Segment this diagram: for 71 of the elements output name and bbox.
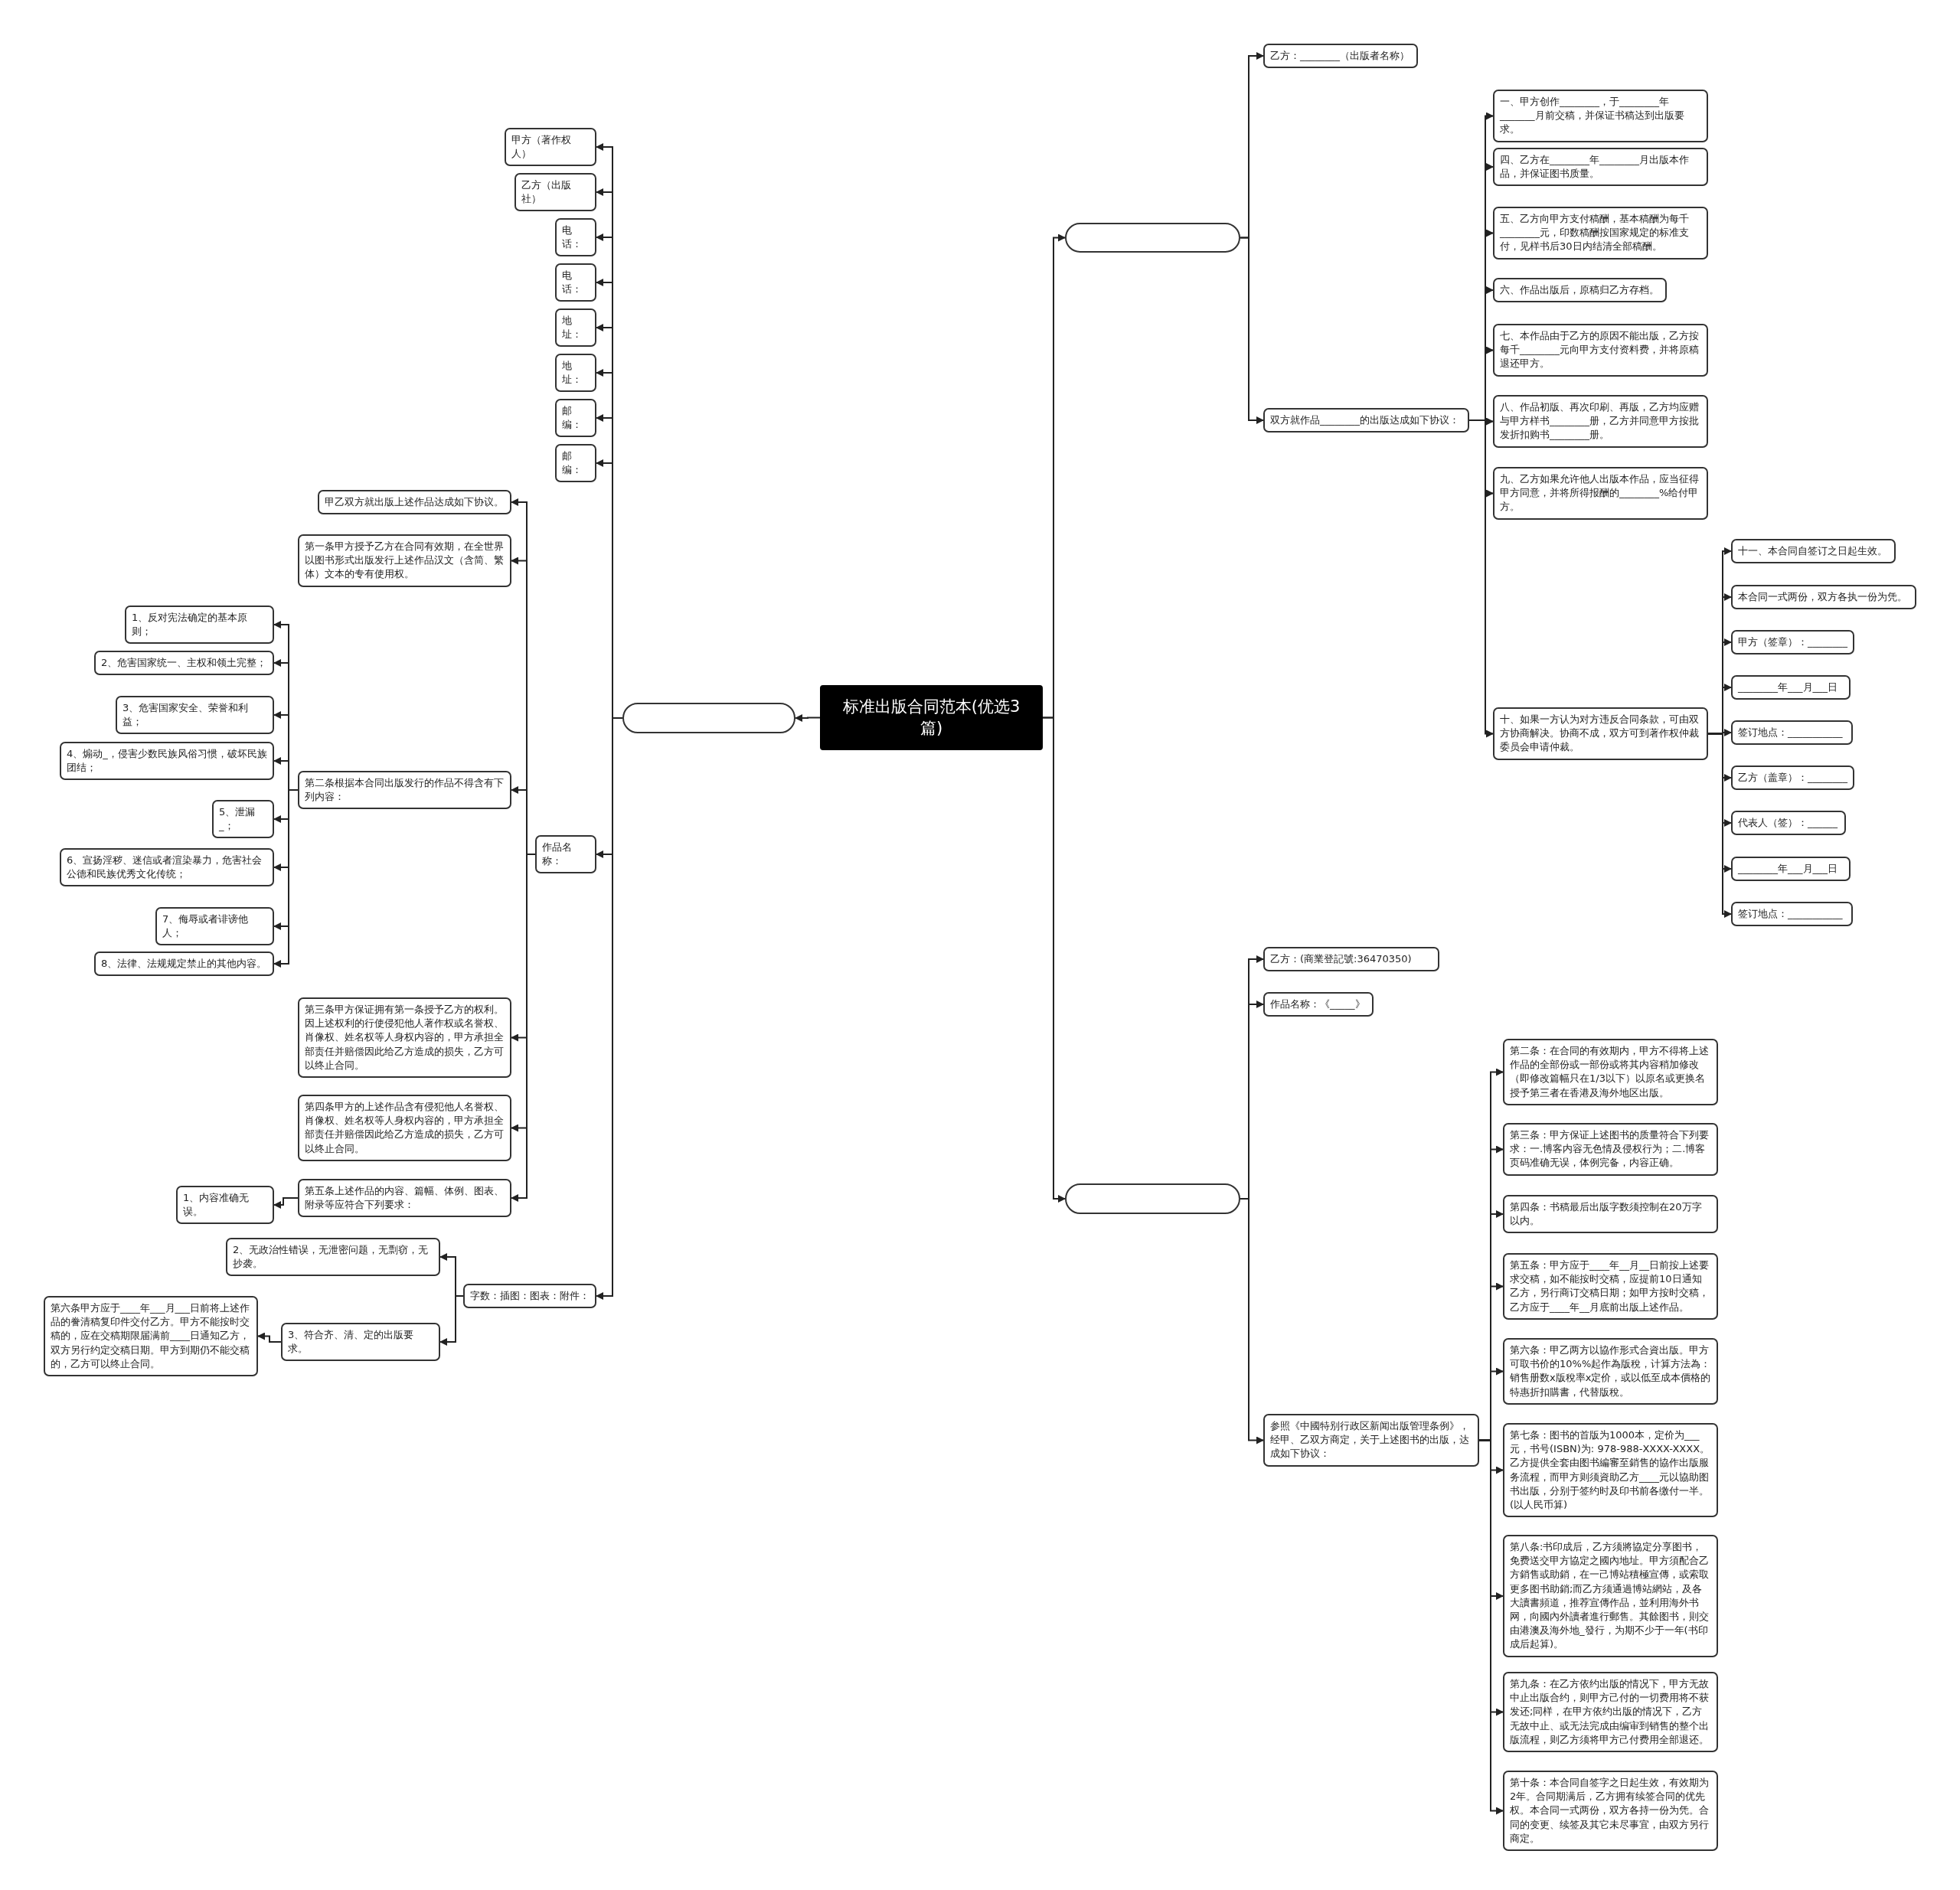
- topic-box: 第六条甲方应于____年___月___日前将上述作品的誊清稿复印件交付乙方。甲方不能按时交稿的，应在交稿期限届满前____日通知乙方，双方另行约定交稿日期。甲方到期仍不能交稿的，乙方可以终止合同。: [44, 1296, 258, 1376]
- topic-box: 作品名称：《_____》: [1263, 992, 1374, 1017]
- central-topic-box: 标准出版合同范本(优选3篇): [820, 685, 1043, 750]
- topic-box: 地址：: [555, 308, 596, 348]
- topic-box: 九、乙方如果允许他人出版本作品，应当征得甲方同意，并将所得报酬的________%给付甲方。: [1493, 467, 1708, 520]
- topic-box: 第五条：甲方应于____年__月__日前按上述要求交稿，如不能按时交稿，应提前10日通知乙方，另行商订交稿日期；如甲方按时交稿，乙方应于____年__月底前出版上述作品。: [1503, 1253, 1718, 1320]
- topic-box: 邮编：: [555, 399, 596, 438]
- topic-box: 十一、本合同自签订之日起生效。: [1731, 539, 1896, 564]
- connector-arrow: [1240, 1198, 1264, 1444]
- topic-box: 7、侮辱或者诽谤他人；: [155, 907, 274, 946]
- topic-box: ________年___月___日: [1731, 675, 1851, 700]
- topic-box: 第五条上述作品的内容、篇幅、体例、图表、附录等应符合下列要求：: [298, 1179, 511, 1218]
- topic-box: 第一条甲方授予乙方在合同有效期，在全世界以图书形式出版发行上述作品汉文（含简、繁体）文本的专有使用权。: [298, 534, 511, 587]
- topic-box: 第十条：本合同自签字之日起生效，有效期为2年。合同期满后，乙方拥有续签合同的优先权。本合同一式两份，双方各持一份为凭。合同的变更、续签及其它未尽事宜，由双方另行商定。: [1503, 1771, 1718, 1851]
- topic-box: 签订地点：___________: [1731, 720, 1853, 746]
- topic-box: 乙方（盖章）：________: [1731, 765, 1854, 791]
- topic-box: 七、本作品由于乙方的原因不能出版，乙方按每千________元向甲方支付资料费，并将原稿退还甲方。: [1493, 324, 1708, 377]
- connector-arrow: [257, 1332, 282, 1343]
- topic-box: 第二条：在合同的有效期内，甲方不得将上述作品的全部份或一部份或将其内容稍加修改（即修改篇幅只在1/3以下）以原名或更换名授予第三者在香港及海外地区出版。: [1503, 1039, 1718, 1105]
- topic-box: 五、乙方向甲方支付稿酬，基本稿酬为每千________元，印数稿酬按国家规定的标准支付，见样书后30日内结清全部稿酬。: [1493, 207, 1708, 260]
- topic-box: 参照《中國特别行政区新闻出版管理条例》，经甲、乙双方商定，关于上述图书的出版，达成如下协议：: [1263, 1414, 1479, 1467]
- topic-box: 甲乙双方就出版上述作品达成如下协议。: [318, 490, 511, 515]
- topic-box: 地址：: [555, 354, 596, 393]
- topic-box: 5、泄漏_；: [212, 800, 274, 839]
- rounded-box: [1065, 223, 1240, 253]
- connector-arrow: [1240, 237, 1264, 424]
- topic-box: 3、危害国家安全、荣誉和利益；: [116, 696, 274, 735]
- rounded-box: [622, 703, 795, 733]
- connector-arrow: [1042, 717, 1066, 1203]
- topic-box: 4、煽动_，侵害少数民族风俗习惯，破坏民族团结；: [60, 742, 274, 781]
- topic-box: 第二条根据本合同出版发行的作品不得含有下列内容：: [298, 771, 511, 810]
- topic-box: 第七条：图书的首版为1000本，定价为___元，书号(ISBN)为: 978-988-XXXX-XXXX。乙方提供全套由图书編審至銷售的協作出版服务流程，而甲方则须資助乙方____元以協助图书出版，分别于签约时及印书前各缴付一半。(以人民币算): [1503, 1423, 1718, 1518]
- topic-box: 1、反对宪法确定的基本原则；: [125, 606, 274, 645]
- topic-box: 6、宣扬淫秽、迷信或者渲染暴力，危害社会公德和民族优秀文化传统；: [60, 848, 274, 887]
- topic-box: 第四条甲方的上述作品含有侵犯他人名誉权、肖像权、姓名权等人身权内容的，甲方承担全部责任并赔偿因此给乙方造成的损失，乙方可以终止合同。: [298, 1095, 511, 1161]
- topic-box: 六、作品出版后，原稿归乙方存档。: [1493, 278, 1667, 303]
- topic-box: 第四条：书稿最后出版字数须控制在20万字以内。: [1503, 1195, 1718, 1234]
- rounded-box: [1065, 1183, 1240, 1214]
- topic-box: 作品名称：: [535, 835, 596, 874]
- connector-arrow: [439, 1295, 464, 1346]
- topic-box: 邮编：: [555, 444, 596, 483]
- topic-box: ________年___月___日: [1731, 857, 1851, 882]
- topic-box: 签订地点：___________: [1731, 902, 1853, 927]
- topic-box: 第八条:书印成后，乙方须將協定分享图书，免费送交甲方協定之國內地址。甲方須配合乙方銷售或助銷，在一己博站積極宣傳，或索取更多图书助銷;而乙方须通過博站網站，及各大讀書頻道，推荐宣傳作品，並利用海外书网，向國內外讀者進行郵售。其餘图书，則交由港澳及海外地_發行，为期不少于一年(书印成后起算)。: [1503, 1535, 1718, 1657]
- topic-box: 乙方：(商業登記號:36470350): [1263, 947, 1439, 972]
- topic-box: 甲方（签章）：________: [1731, 630, 1854, 655]
- topic-box: 本合同一式两份，双方各执一份为凭。: [1731, 585, 1916, 610]
- topic-box: 一、甲方创作________，于________年_______月前交稿，并保证书稿达到出版要求。: [1493, 90, 1708, 142]
- topic-box: 十、如果一方认为对方违反合同条款，可由双方协商解决。协商不成，双方可到著作权仲裁委员会申请仲裁。: [1493, 707, 1708, 760]
- connector-arrow: [273, 789, 299, 968]
- topic-box: 代表人（签）：______: [1731, 811, 1846, 836]
- topic-box: 电话：: [555, 263, 596, 302]
- topic-box: 第三条：甲方保证上述图书的质量符合下列要求：一.博客内容无色情及侵权行为；二.博客页码准确无误，体例完备，内容正确。: [1503, 1123, 1718, 1176]
- connector-arrow: [795, 714, 821, 722]
- topic-box: 甲方（著作权人）: [505, 128, 596, 167]
- topic-box: 八、作品初版、再次印刷、再版，乙方均应赠与甲方样书________册，乙方并同意甲方按批发折扣购书________册。: [1493, 395, 1708, 448]
- topic-box: 第九条：在乙方依约出版的情况下，甲方无故中止出版合约，则甲方己付的一切费用将不获发还;同样，在甲方依约出版的情况下，乙方无故中止、或无法完成由编审到销售的整个出版流程，则乙方须将甲方己付费用全部退还。: [1503, 1672, 1718, 1752]
- topic-box: 四、乙方在________年________月出版本作品，并保证图书质量。: [1493, 148, 1708, 187]
- topic-box: 第六条：甲乙两方以協作形式合資出版。甲方可取书价的10%%起作為版稅，计算方法為：销售册数x版稅率x定价，或以低至成本價格的特惠折扣購書，代替版稅。: [1503, 1338, 1718, 1405]
- topic-box: 8、法律、法规规定禁止的其他内容。: [94, 952, 274, 977]
- topic-box: 3、符合齐、清、定的出版要求。: [281, 1323, 440, 1362]
- topic-box: 电话：: [555, 218, 596, 257]
- topic-box: 2、无政治性错误，无泄密问题，无剽窃，无抄袭。: [226, 1238, 440, 1277]
- topic-box: 字数：插图：图表：附件：: [463, 1284, 596, 1309]
- topic-box: 乙方：________（出版者名称）: [1263, 44, 1418, 69]
- topic-box: 第三条甲方保证拥有第一条授予乙方的权利。因上述权利的行使侵犯他人著作权或名誉权、肖像权、姓名权等人身权内容的，甲方承担全部责任并赔偿因此给乙方造成的损失，乙方可以终止合同。: [298, 997, 511, 1078]
- topic-box: 双方就作品________的出版达成如下协议：: [1263, 408, 1469, 433]
- connector-arrow: [273, 1197, 299, 1209]
- topic-box: 乙方（出版社）: [514, 173, 596, 212]
- topic-box: 2、危害国家统一、主权和领土完整；: [94, 651, 274, 676]
- topic-box: 1、内容准确无误。: [176, 1186, 274, 1225]
